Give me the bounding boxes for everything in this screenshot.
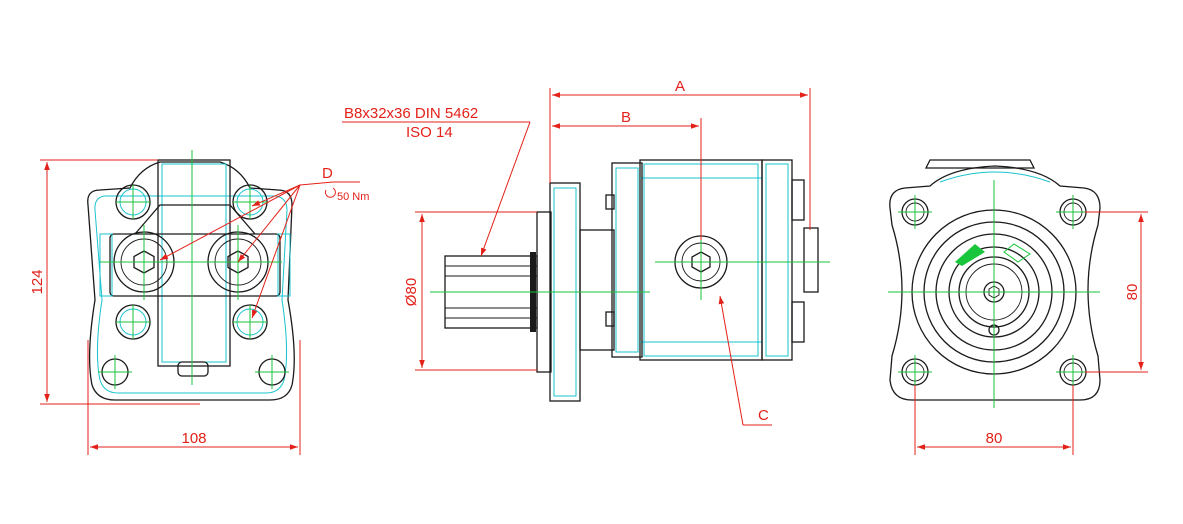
middle-view-front-section <box>611 162 643 358</box>
dimension-a <box>549 88 811 230</box>
dimension-height-right <box>1085 211 1148 373</box>
label-width-right: 80 <box>986 430 1003 447</box>
label-spline-line1: B8x32x36 DIN 5462 <box>344 105 478 122</box>
middle-view: A B B8x32x36 DIN 5462 ISO 14 C Ø80 <box>342 78 830 426</box>
middle-view-rear-cover <box>761 159 793 361</box>
label-c: C <box>758 407 769 424</box>
dimension-diameter-shaft <box>415 211 537 371</box>
right-view: 80 80 <box>888 159 1148 455</box>
right-view-flange-outline <box>889 165 1101 401</box>
spline-leader <box>342 121 531 257</box>
label-height-right: 80 <box>1124 284 1141 301</box>
label-d: D <box>322 165 333 182</box>
dimension-width-right <box>914 385 1074 455</box>
left-view-cover <box>109 233 281 297</box>
dimension-b <box>552 118 702 240</box>
rotation-arrow-icon <box>955 244 985 266</box>
left-view-leader-d <box>159 181 360 319</box>
label-diameter-shaft: Ø80 <box>403 278 420 306</box>
leader-c <box>718 295 772 426</box>
label-b: B <box>621 109 631 126</box>
left-view-flange-outline <box>87 161 295 401</box>
dimension-height-left <box>40 159 200 405</box>
left-view-hidden-outline <box>94 195 288 394</box>
label-spline-line2: ISO 14 <box>406 124 453 141</box>
label-a: A <box>675 78 685 95</box>
label-height-left: 124 <box>29 269 46 294</box>
label-torque: 50 Nm <box>337 191 369 203</box>
left-view-body <box>157 159 231 367</box>
label-width-left: 108 <box>181 430 206 447</box>
dimension-width-left <box>87 340 301 455</box>
middle-view-centerlines <box>430 225 830 300</box>
right-view-centerlines <box>888 180 1100 408</box>
left-view: D 50 Nm 124 108 <box>29 150 369 455</box>
